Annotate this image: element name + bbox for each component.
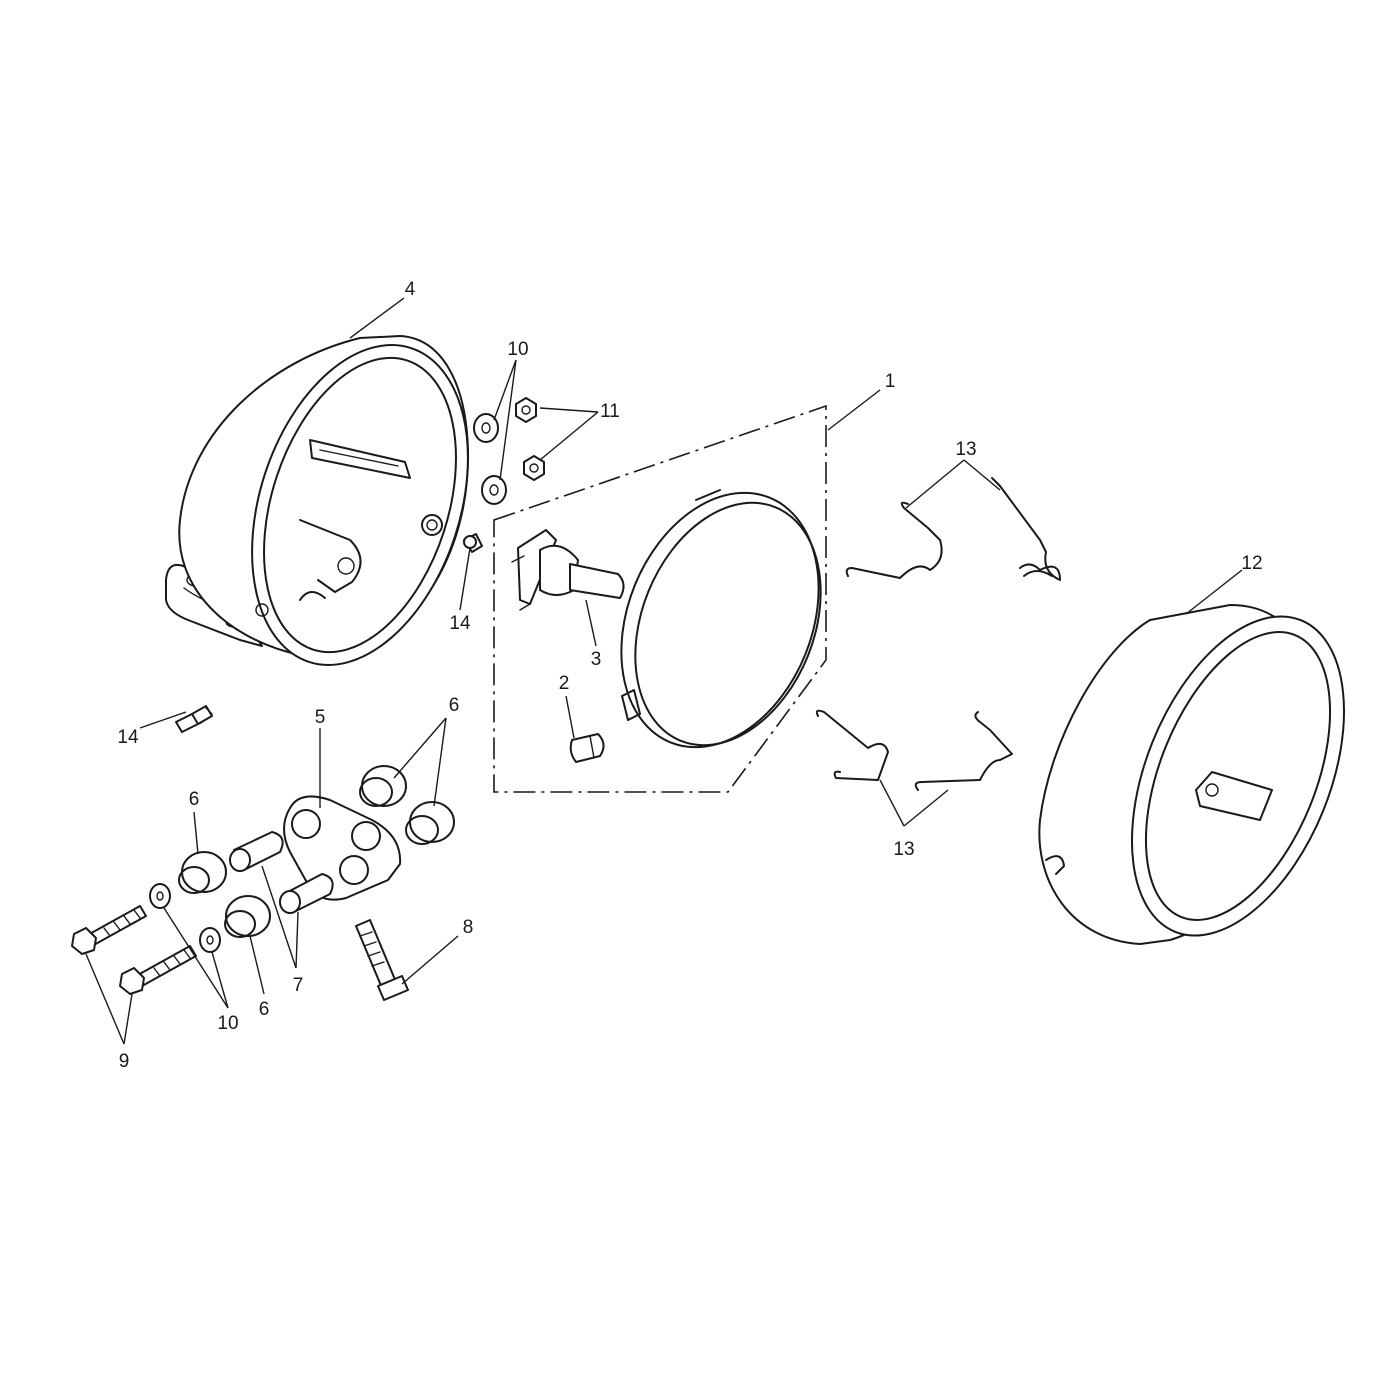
- callout-14-lower: 14: [117, 727, 139, 748]
- callout-10-upper: 10: [507, 339, 528, 360]
- callout-12: 12: [1241, 553, 1262, 574]
- washer-lower: [149, 883, 221, 953]
- cap-screw: [355, 919, 409, 1001]
- bolts-long: [71, 905, 197, 995]
- callout-9: 9: [119, 1051, 130, 1072]
- headlight-unit-boundary: [493, 404, 827, 793]
- headlamp-lens-unit: [620, 489, 822, 749]
- callout-8: 8: [463, 917, 474, 938]
- callout-6-bottom: 6: [259, 999, 270, 1020]
- callout-7: 7: [293, 975, 304, 996]
- callout-10-lower: 10: [217, 1013, 238, 1034]
- pivot-pin-upper: [463, 533, 483, 553]
- callout-5: 5: [315, 707, 326, 728]
- spring-clips-lower: [815, 709, 1013, 791]
- callout-4: 4: [405, 279, 416, 300]
- callout-13-upper: 13: [955, 439, 976, 460]
- callout-1: 1: [885, 371, 896, 392]
- callout-6-right: 6: [449, 695, 460, 716]
- callouts: 4 10 11 1 13 12 14 3 2 14 5 6 6 7 6 10 9…: [117, 279, 1262, 1072]
- callout-2: 2: [559, 673, 570, 694]
- leader-lines: [85, 297, 1243, 1045]
- callout-11: 11: [600, 401, 620, 422]
- grommet-upper-left: [178, 851, 227, 894]
- spring-clips-upper: [845, 477, 1061, 581]
- mounting-bracket: [283, 795, 402, 901]
- parking-bulb: [569, 733, 605, 763]
- callout-13-lower: 13: [893, 839, 914, 860]
- spacer-sleeves: [229, 831, 334, 914]
- nuts: [515, 397, 545, 481]
- callout-6-left: 6: [189, 789, 200, 810]
- pivot-pin-lower: [175, 705, 213, 733]
- grommet-lower-right: [405, 801, 455, 845]
- headlight-rim: [1038, 604, 1346, 945]
- washer-upper: [473, 413, 507, 505]
- headlamp-bulb: [511, 529, 625, 611]
- callout-3: 3: [591, 649, 602, 670]
- grommet-lower-left: [224, 895, 271, 938]
- headlight-shell: [165, 335, 470, 666]
- callout-14-upper: 14: [449, 613, 471, 634]
